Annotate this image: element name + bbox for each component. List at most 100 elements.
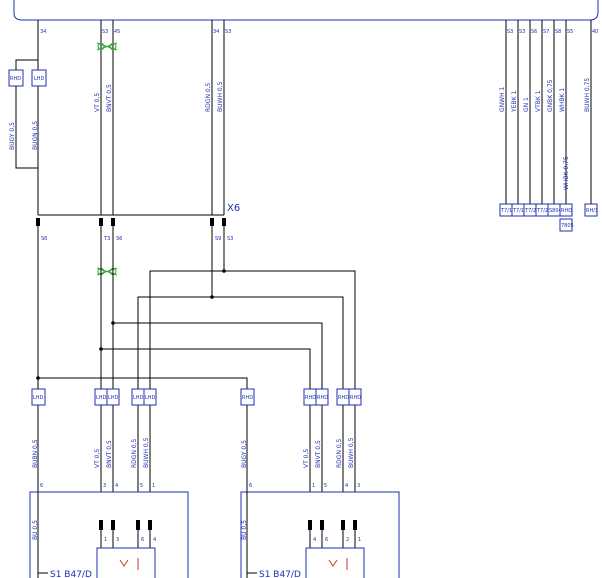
module-right: 6 1 5 4 3 BU 0,5 4 6 2 1 S1 B47/D: [240, 483, 400, 578]
pin-marker: [148, 520, 152, 530]
wire-label: WHBK 0,75: [563, 156, 570, 190]
rhd-box: [348, 388, 362, 406]
box-label: LHD: [108, 395, 119, 401]
wire-label: BUWH 0,75: [584, 78, 591, 112]
box-label: RHD: [10, 76, 21, 82]
box-label: RHD: [242, 395, 253, 401]
wire-label: VTBK 1: [535, 90, 542, 112]
connector-label: T7/23: [536, 208, 551, 214]
module-wire-label: BU 0,5: [241, 520, 248, 540]
junction-dot: [99, 347, 103, 351]
module-pin: 4: [115, 483, 118, 489]
wire-label: BUWH 0,5: [143, 437, 150, 468]
wire-label: BUWH 0,5: [348, 437, 355, 468]
lower-wire-labels: BUBN 0,5 VT 0,5 BNVT 0,5 RDGN 0,5 BUWH 0…: [32, 437, 355, 468]
connector-box: [559, 203, 573, 217]
pin-marker: [111, 218, 115, 226]
wire-label: BUWH 0,5: [217, 81, 224, 112]
module-outline: [29, 491, 189, 578]
module-pin: 6: [40, 483, 43, 489]
module-pin: 6: [325, 537, 328, 543]
x6-pin: S3: [227, 236, 233, 242]
module-wire-label: BU 0,5: [32, 520, 39, 540]
wire: [149, 270, 224, 389]
pin-marker: [111, 520, 115, 530]
twist-marker: [96, 42, 118, 51]
top-box-pins: 34 S3 45 34 S3 S3 S3 S6 S7 S8 S5 40: [40, 29, 598, 35]
twist-marker: [96, 267, 118, 276]
pin-marker: [341, 520, 345, 530]
top-pin: S6: [531, 29, 537, 35]
upper-wires: [15, 20, 592, 216]
lhd-box: [106, 388, 120, 406]
pin-marker: [210, 218, 214, 226]
box-label: RHD: [350, 395, 361, 401]
wire: [212, 296, 344, 389]
connector-label: S804: [549, 208, 562, 214]
wire: [101, 348, 311, 389]
wire-label: WHBK 1: [559, 88, 566, 112]
wire-label: RDGN 0,5: [131, 438, 138, 468]
top-pin: S3: [519, 29, 525, 35]
module-pin: 5: [140, 483, 143, 489]
wire-label: GNBK 0,75: [547, 79, 554, 112]
pin-marker: [36, 218, 40, 226]
wire: [38, 377, 248, 389]
pin-marker: [320, 520, 324, 530]
pin-marker: [99, 218, 103, 226]
lower-boxes: LHD LHD LHD LHD LHD RHD RHD RHD RHD RHD: [31, 388, 362, 406]
top-pin: 34: [213, 29, 219, 35]
wire-label: BUGY 0,5: [241, 440, 248, 468]
module-pin: 3: [357, 483, 360, 489]
wire-label: VT 0,5: [94, 93, 101, 112]
top-pin: 34: [40, 29, 46, 35]
lhd-box: [31, 388, 46, 406]
wire: [224, 270, 356, 389]
box-label: LHD: [145, 395, 156, 401]
lhd-box: [31, 69, 47, 87]
box-label: RHD: [305, 395, 316, 401]
module-left: 6 3 4 5 1 BU 0,5 1 3 6 4 S1 B47/D: [29, 483, 189, 578]
module-pin: 2: [346, 537, 349, 543]
top-pin: S8: [555, 29, 561, 35]
wire-label: BNVT 0,5: [106, 84, 113, 112]
module-pin: 3: [116, 537, 119, 543]
module-pin: 1: [312, 483, 315, 489]
wire: [137, 296, 212, 389]
lhd-box: [143, 388, 157, 406]
wire-label: GNWH 1: [499, 87, 506, 112]
wire: [15, 59, 38, 70]
box-label: LHD: [96, 395, 107, 401]
box-label: LHD: [33, 395, 44, 401]
wire-label: BNVT 0,5: [315, 440, 322, 468]
connector-label: T7/16: [512, 208, 527, 214]
wire-label: VT 0,5: [94, 449, 101, 468]
module-label: S1 B47/D: [50, 570, 92, 578]
connector-label: RHD: [561, 208, 572, 214]
top-pin: 40: [592, 29, 598, 35]
module-pin: 1: [358, 537, 361, 543]
pin-marker: [353, 520, 357, 530]
x6-pin: T3: [103, 236, 110, 242]
box-label: RHD: [317, 395, 328, 401]
module-pin: 6: [141, 537, 144, 543]
right-connectors: T7/10 T7/16 T7/2 T7/23 S804 RHD RH/1 780…: [499, 203, 598, 232]
connector-label: 7805: [561, 223, 574, 229]
rhd-box: [8, 69, 24, 87]
junction-dot: [36, 376, 40, 380]
wire-label: GN 1: [523, 97, 530, 112]
pin-marker: [136, 520, 140, 530]
box-label: LHD: [133, 395, 144, 401]
sensor-symbol: [328, 558, 348, 570]
wire-label: BUGY 0,5: [9, 122, 16, 150]
wire-label: BUBN 0,5: [32, 439, 39, 468]
wire-label: VT 0,5: [303, 449, 310, 468]
x6-label: X6: [227, 203, 240, 214]
top-pin: S3: [102, 29, 108, 35]
connector-label: RH/1: [586, 208, 598, 214]
wire-label: BUGN 0,5: [32, 121, 39, 150]
connector-label: T7/10: [500, 208, 515, 214]
top-module-outline: [13, 0, 599, 21]
box-label: LHD: [34, 76, 45, 82]
module-pin: 4: [313, 537, 316, 543]
